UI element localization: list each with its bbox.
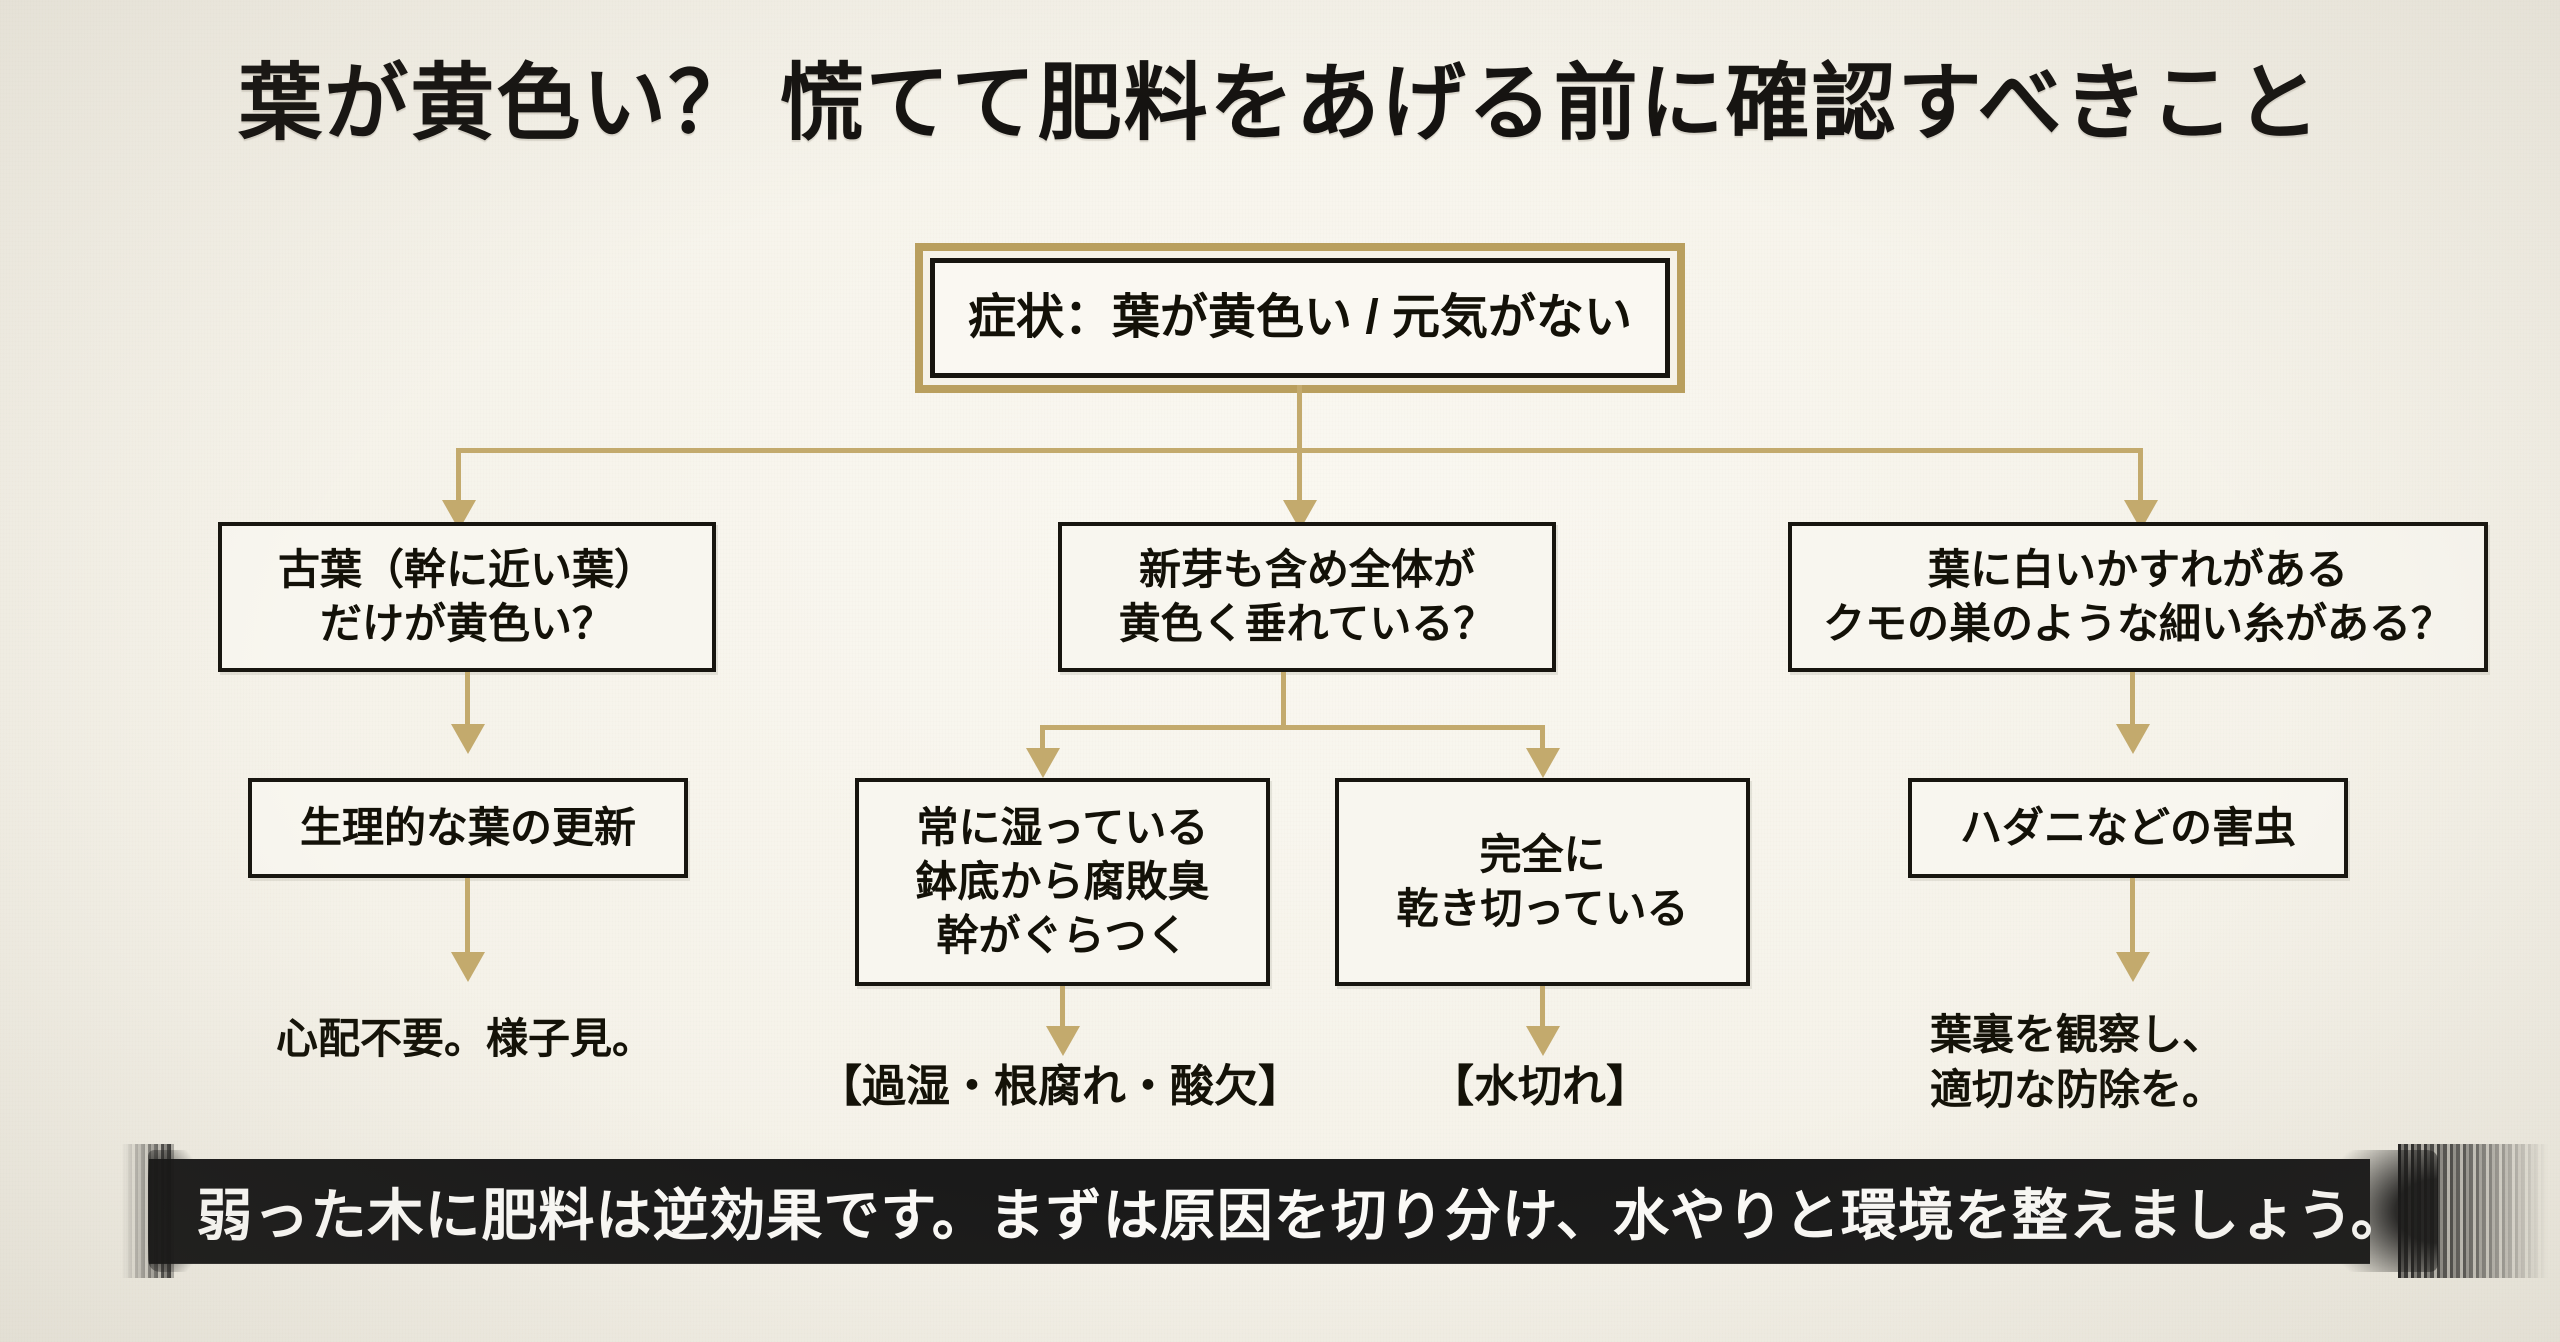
connector-diagnosis1-to-outcome [465, 878, 470, 960]
flow-node-root-symptom[interactable]: 症状：葉が黄色い / 元気がない [930, 258, 1670, 378]
connector-branch2-left-drop [1040, 725, 1045, 755]
arrow-head-branch1-diagnosis [451, 724, 485, 754]
connector-branch2-bus [1040, 725, 1545, 730]
flow-node-diagnosis-spider-mites-label: ハダニなどの害虫 [1959, 804, 2296, 852]
flow-node-diagnosis-bonedry-label: 完全に 乾き切っている [1396, 831, 1689, 932]
arrow-head-branch3-diagnosis [2116, 724, 2150, 754]
banner-brush-edge-right [2398, 1144, 2548, 1278]
flow-node-diagnosis-overwatered[interactable]: 常に湿っている 鉢底から腐敗臭 幹がぐらつく [855, 778, 1270, 986]
page-title: 葉が黄色い？ 慌てて肥料をあげる前に確認すべきこと [238, 56, 2322, 150]
connector-mites-to-outcome [2130, 878, 2135, 960]
flow-outcome-no-worry: 心配不要。様子見。 [275, 1015, 654, 1062]
arrow-head-outcome-no-worry [451, 952, 485, 982]
bottom-callout-banner: 弱った木に肥料は逆効果です。まずは原因を切り分け、水やりと環境を整えましょう。 [122, 1144, 2548, 1278]
connector-to-branch-2 [1297, 448, 1302, 508]
flow-node-question-old-leaves[interactable]: 古葉（幹に近い葉） だけが黄色い？ [218, 522, 716, 672]
flow-node-question-whole-plant[interactable]: 新芽も含め全体が 黄色く垂れている？ [1058, 522, 1556, 672]
flow-outcome-overwatered: 【過湿・根腐れ・酸欠】 [818, 1062, 1302, 1111]
connector-bonedry-to-outcome [1540, 986, 1545, 1034]
connector-to-branch-1 [456, 448, 461, 508]
flow-node-diagnosis-overwatered-label: 常に湿っている 鉢底から腐敗臭 幹がぐらつく [915, 804, 1210, 959]
flow-node-question-webbing-label: 葉に白いかすれがある クモの巣のような細い糸がある？ [1822, 546, 2453, 647]
flow-node-question-whole-plant-label: 新芽も含め全体が 黄色く垂れている？ [1118, 546, 1496, 647]
arrow-head-diagnosis-wet [1026, 748, 1060, 778]
arrow-head-outcome-bonedry [1526, 1026, 1560, 1056]
flow-node-diagnosis-bonedry[interactable]: 完全に 乾き切っている [1335, 778, 1750, 986]
arrow-head-outcome-mites [2116, 952, 2150, 982]
banner-ink-stroke [148, 1150, 2438, 1272]
flow-node-question-webbing[interactable]: 葉に白いかすれがある クモの巣のような細い糸がある？ [1788, 522, 2488, 672]
banner-brush-edge-left [122, 1144, 174, 1278]
connector-to-branch-3 [2138, 448, 2143, 508]
connector-branch3-to-diagnosis [2130, 672, 2135, 732]
connector-branch2-stem [1281, 672, 1286, 727]
flow-outcome-water-shortage: 【水切れ】 [1430, 1062, 1650, 1111]
connector-overwatered-to-outcome [1060, 986, 1065, 1034]
flow-outcome-inspect-underside: 葉裏を観察し、 適切な防除を。 [1930, 1011, 2225, 1113]
flow-node-diagnosis-leaf-renewal[interactable]: 生理的な葉の更新 [248, 778, 688, 878]
arrow-head-diagnosis-dry [1526, 748, 1560, 778]
arrow-head-outcome-overwatered [1046, 1026, 1080, 1056]
flow-node-root-label: 症状：葉が黄色い / 元気がない [967, 291, 1632, 345]
banner-message: 弱った木に肥料は逆効果です。まずは原因を切り分け、水やりと環境を整えましょう。 [196, 1183, 2408, 1247]
flow-node-diagnosis-leaf-renewal-label: 生理的な葉の更新 [299, 804, 636, 852]
connector-root-stem [1297, 385, 1302, 450]
connector-branch1-to-diagnosis [465, 672, 470, 732]
flow-node-diagnosis-spider-mites[interactable]: ハダニなどの害虫 [1908, 778, 2348, 878]
connector-branch2-right-drop [1540, 725, 1545, 755]
flow-node-question-old-leaves-label: 古葉（幹に近い葉） だけが黄色い？ [277, 546, 656, 647]
